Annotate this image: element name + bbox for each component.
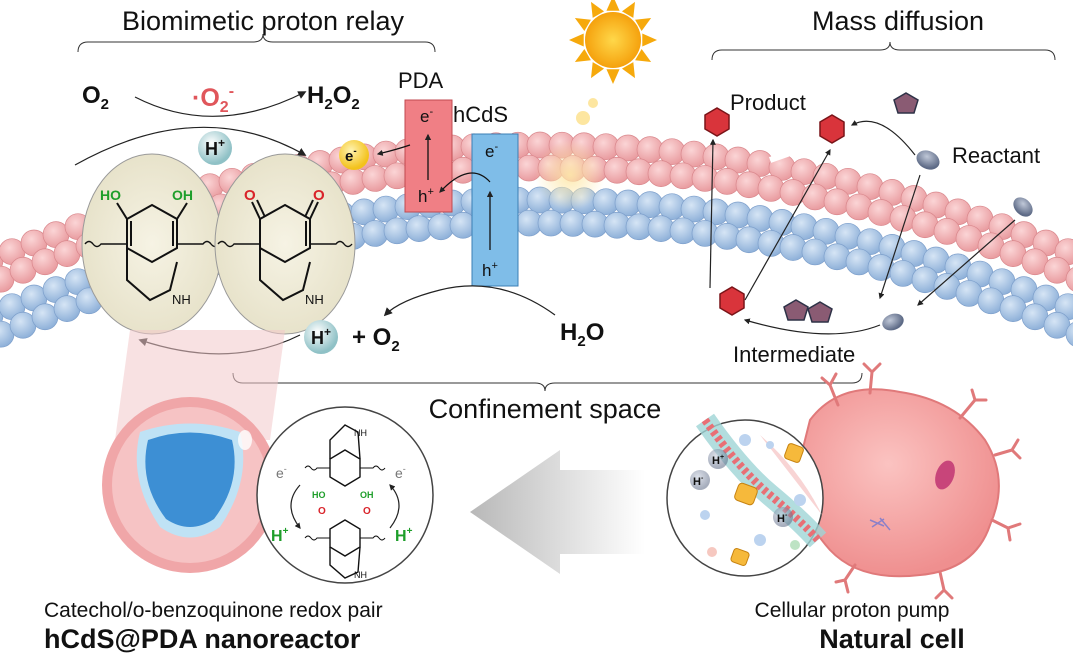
svg-text:H+: H+ xyxy=(311,325,331,348)
svg-text:H+: H+ xyxy=(205,136,225,159)
h2o-label: H2O xyxy=(560,319,604,350)
svg-text:O: O xyxy=(244,187,256,204)
lipid-head xyxy=(845,248,873,276)
diffusion-title: Mass diffusion xyxy=(812,6,984,36)
product-label: Product xyxy=(730,90,806,115)
lipid-head xyxy=(757,230,785,257)
proton-pump-inset: H+ H- H- xyxy=(666,413,827,577)
right-name: Natural cell xyxy=(819,624,965,654)
lipid-head xyxy=(845,193,873,221)
sun-ray xyxy=(574,18,591,32)
svg-text:e-: e- xyxy=(485,141,498,161)
redox-inset: NH HO OH NH O O e- e- H+ H+ xyxy=(256,406,434,584)
svg-text:O: O xyxy=(363,506,371,517)
lipid-head xyxy=(823,188,851,216)
svg-text:H-: H- xyxy=(693,475,704,488)
svg-text:OH: OH xyxy=(360,490,374,500)
sun-ray xyxy=(621,1,635,18)
left-name: hCdS@PDA nanoreactor xyxy=(44,624,361,654)
pda-band: e- h+ xyxy=(404,99,453,213)
benzoquinone-molecule: O O NH xyxy=(214,153,356,335)
sun-ray xyxy=(606,69,620,84)
svg-text:e-: e- xyxy=(395,464,406,481)
left-caption: Catechol/o-benzoquinone redox pair xyxy=(44,599,383,622)
confinement-bracket xyxy=(232,372,863,392)
svg-text:H+: H+ xyxy=(395,526,413,545)
hcds-label: hCdS xyxy=(453,102,508,127)
lipid-head xyxy=(823,243,851,271)
lipid-head xyxy=(779,179,807,206)
diffusion-paths xyxy=(709,120,1016,335)
svg-text:H+: H+ xyxy=(712,454,724,467)
sun-icon xyxy=(535,0,657,210)
lipid-head xyxy=(801,183,829,211)
hcds-band: e- h+ xyxy=(471,133,519,287)
reactant-molecules xyxy=(882,150,1033,331)
svg-text:O: O xyxy=(313,187,325,204)
svg-text:e-: e- xyxy=(345,146,357,165)
o2-label: O2 xyxy=(82,82,109,113)
nanoreactor-sphere xyxy=(102,397,278,573)
electron-ball: e- xyxy=(339,140,369,170)
svg-text:NH: NH xyxy=(305,292,324,307)
lipid-head xyxy=(1065,322,1073,347)
sun-ray xyxy=(606,0,620,11)
right-caption: Cellular proton pump xyxy=(755,599,950,622)
lipid-head xyxy=(801,238,829,266)
comparison-arrow xyxy=(470,450,645,574)
svg-text:NH: NH xyxy=(354,570,367,580)
relay-bracket xyxy=(77,33,436,53)
natural-cell xyxy=(797,362,1022,600)
sun-ray xyxy=(574,48,591,62)
h2o2-label: H2O2 xyxy=(307,82,360,113)
diffusion-bracket xyxy=(711,41,1056,61)
proton-ions: H+ H- H- xyxy=(690,434,806,557)
reactant-label: Reactant xyxy=(952,143,1040,168)
water-oxidation-arrow xyxy=(383,285,556,317)
lipid-head xyxy=(735,226,763,254)
sun-ray xyxy=(621,62,635,79)
o2-reduction-arrow xyxy=(134,91,307,117)
confinement-title: Confinement space xyxy=(429,394,662,424)
product-molecule xyxy=(704,107,845,316)
svg-text:H-: H- xyxy=(777,512,788,525)
svg-text:h+: h+ xyxy=(418,186,434,206)
lipid-head xyxy=(735,171,763,199)
svg-text:NH: NH xyxy=(354,428,367,438)
proton-ion-bottom: H+ xyxy=(304,320,338,354)
lipid-head xyxy=(757,175,785,202)
o2-product-label: + O2 xyxy=(352,324,400,355)
sun-ray xyxy=(635,48,652,62)
sun-ray xyxy=(642,33,657,47)
proton-ion-top: H+ xyxy=(198,131,232,165)
svg-text:HO: HO xyxy=(100,187,121,203)
superoxide-label: ·O2- xyxy=(192,83,234,116)
lipid-head xyxy=(779,234,807,261)
catechol-molecule: HO OH NH xyxy=(81,153,223,335)
svg-text:H+: H+ xyxy=(271,526,289,545)
pda-label: PDA xyxy=(398,68,444,93)
sun-ray xyxy=(635,18,652,32)
sun-ray xyxy=(591,1,605,18)
proton-arc-top xyxy=(74,126,307,166)
svg-text:OH: OH xyxy=(172,187,193,203)
svg-text:O: O xyxy=(318,506,326,517)
intermediate-molecules xyxy=(783,92,919,323)
svg-text:e-: e- xyxy=(420,106,433,126)
svg-text:HO: HO xyxy=(312,490,326,500)
sun-ray xyxy=(591,62,605,79)
relay-title: Biomimetic proton relay xyxy=(122,6,405,36)
electron-transfer-arrow xyxy=(376,144,411,156)
sun-ray xyxy=(569,33,584,47)
lipid-head xyxy=(1065,267,1073,292)
intermediate-label: Intermediate xyxy=(733,342,855,367)
svg-text:h+: h+ xyxy=(482,260,498,280)
svg-text:NH: NH xyxy=(172,292,191,307)
svg-text:e-: e- xyxy=(276,464,287,481)
hole-transfer-arrow xyxy=(439,172,491,193)
